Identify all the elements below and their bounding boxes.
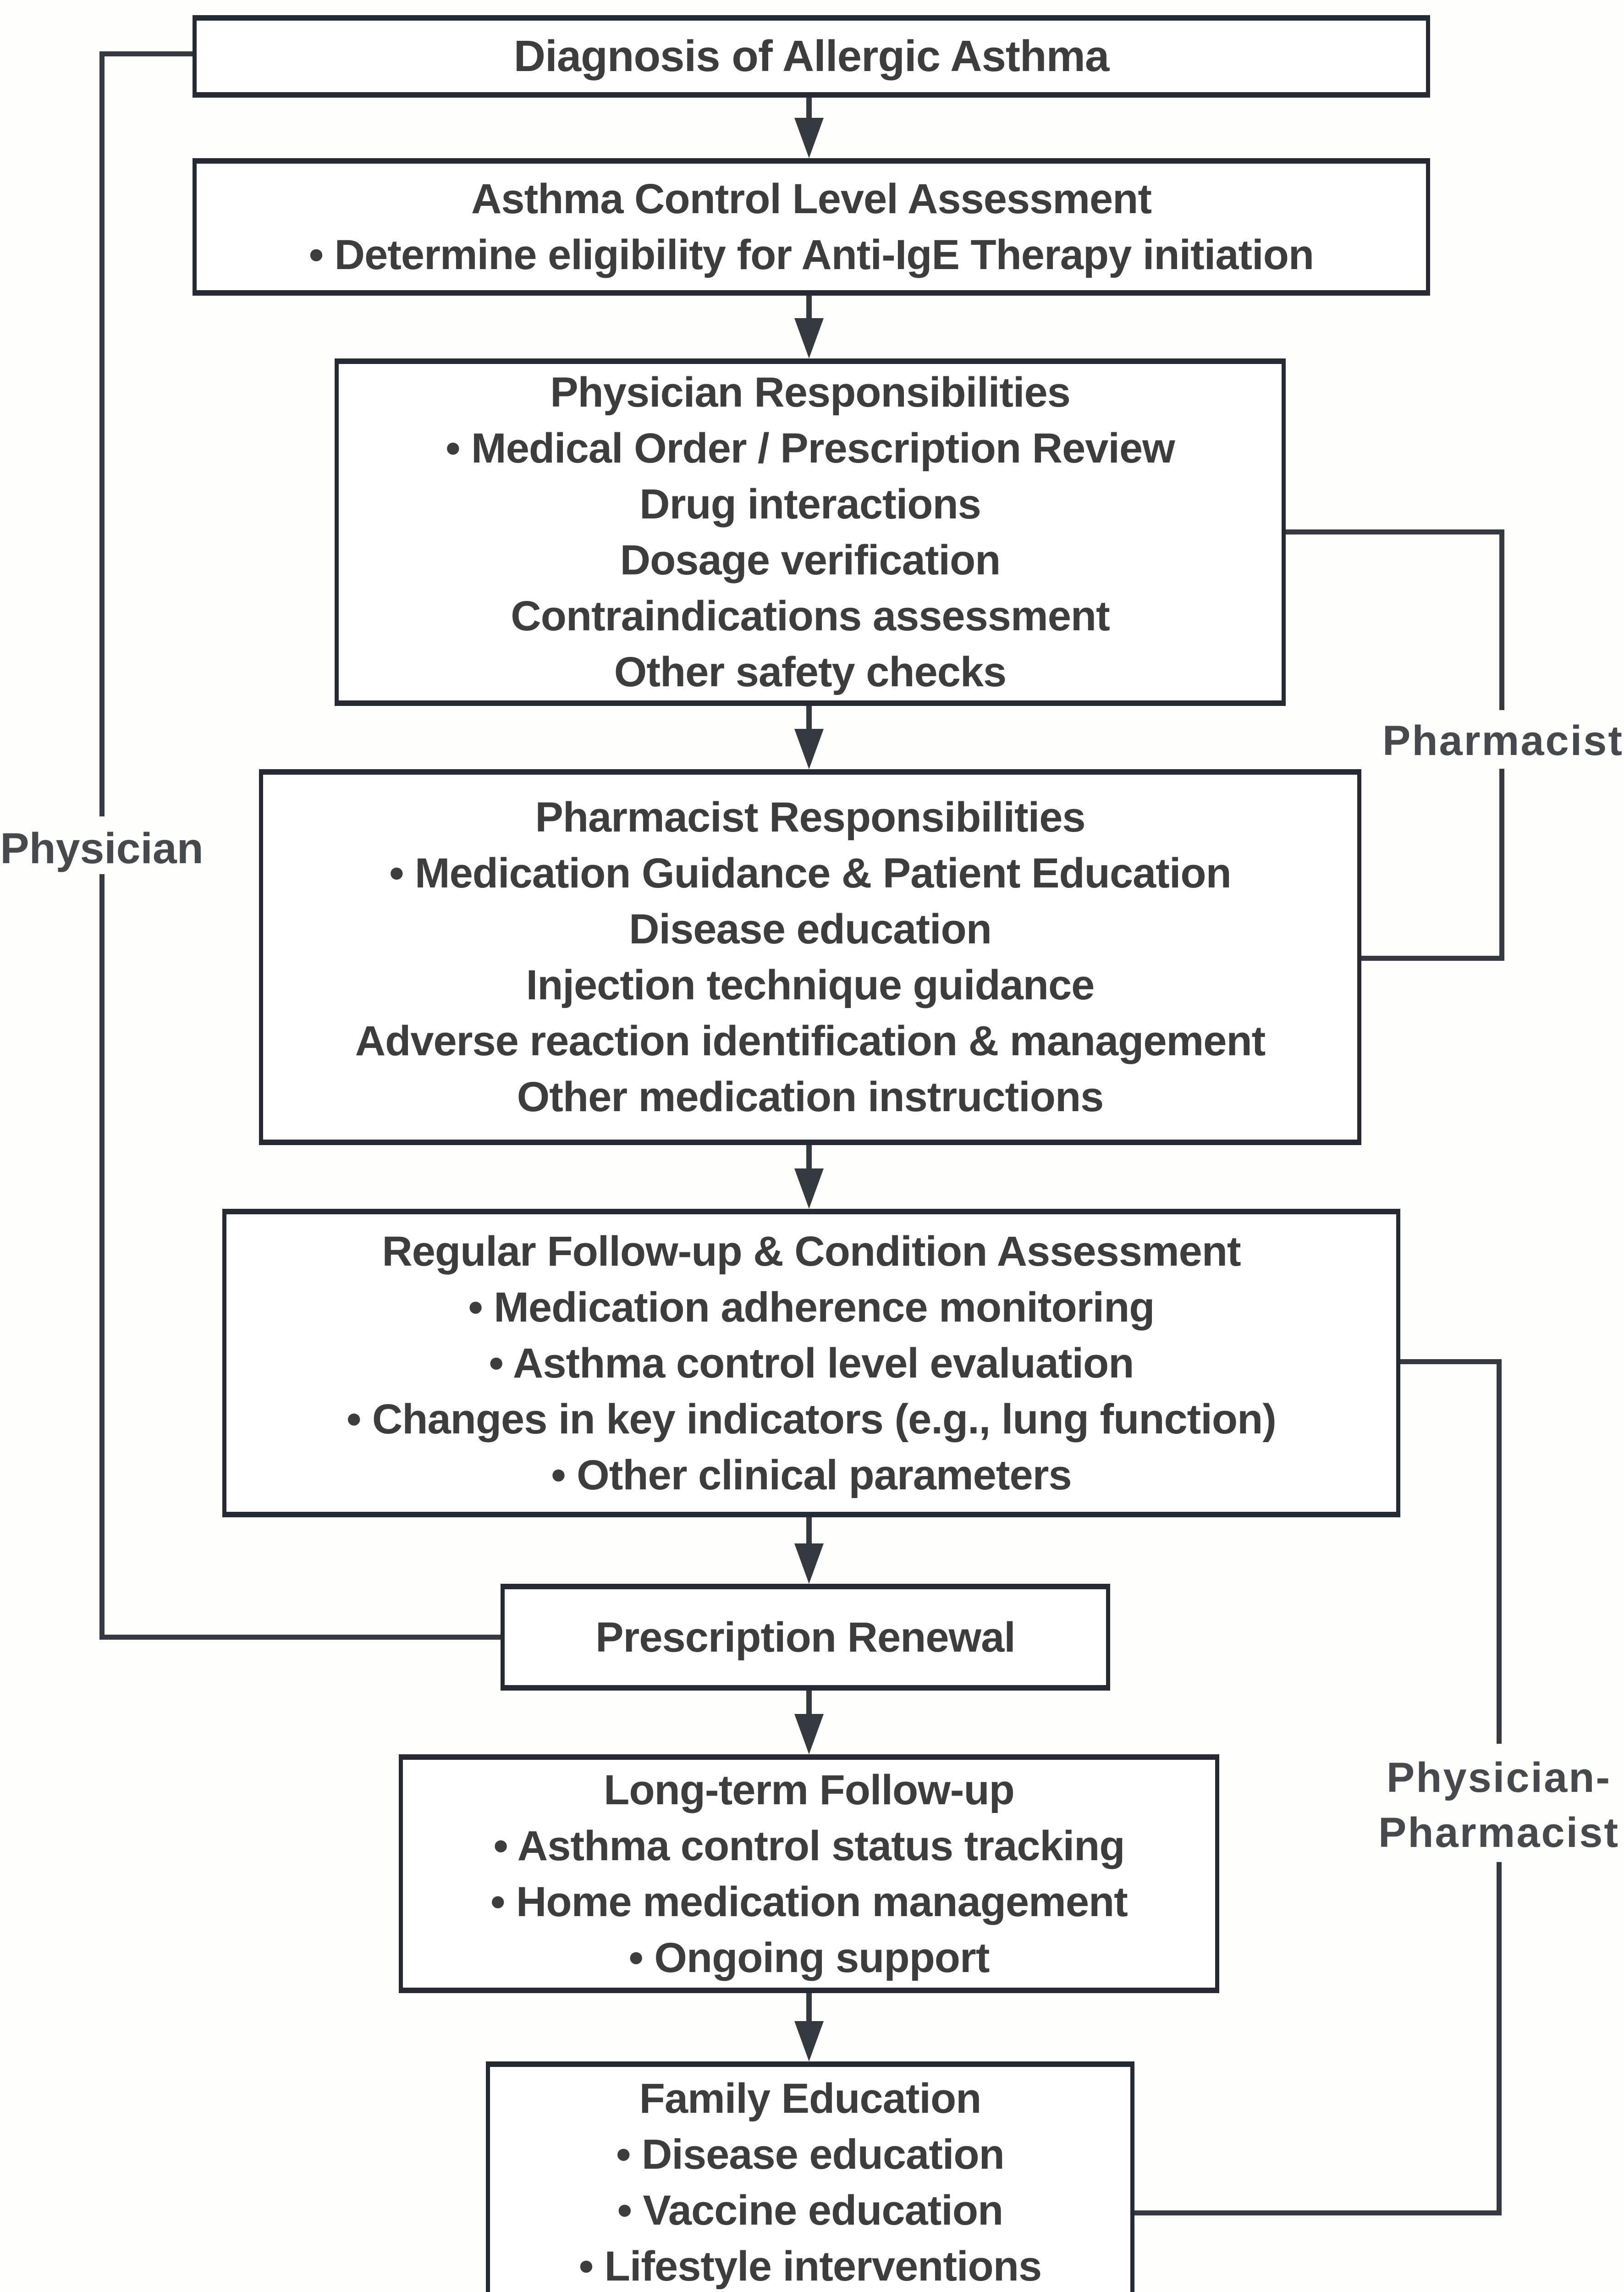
physician-pharmacist-label: Physician- Pharmacist [1368, 1750, 1624, 1860]
box-physician-responsibilities: Physician Responsibilities • Medical Orde… [335, 358, 1286, 706]
arrow-shaft [806, 98, 812, 118]
box-family-education: Family Education • Disease education • Vac… [486, 2061, 1134, 2292]
arrow-shaft [806, 1691, 812, 1714]
arrow-shaft [806, 1517, 812, 1543]
text-line: Physician Responsibilities [550, 369, 1071, 416]
flow-arrow-7 [794, 1993, 824, 2061]
text-line: Injection technique guidance [526, 962, 1095, 1008]
flow-arrow-5 [794, 1517, 824, 1584]
text-line: • Asthma control status tracking [493, 1822, 1125, 1869]
flow-arrow-3 [794, 706, 824, 769]
arrow-shaft [806, 296, 812, 318]
physician-pharmacist-bracket-vertical-upper [1497, 1359, 1502, 1744]
text-line: Drug interactions [639, 481, 981, 528]
box-asthma-control-level-assessment: Asthma Control Level Assessment • Determi… [193, 158, 1430, 296]
text-line: Dosage verification [620, 537, 1001, 584]
text-line: Other medication instructions [517, 1074, 1104, 1120]
physician-label: Physician [0, 824, 204, 873]
text-line: • Lifestyle interventions [578, 2243, 1042, 2290]
arrow-down-icon [794, 1543, 824, 1584]
pharmacist-bracket-vertical-lower [1499, 769, 1504, 961]
pharmacist-bracket-bottom-horizontal [1361, 956, 1504, 961]
physician-loop-vertical-lower [99, 874, 105, 1640]
arrow-shaft [806, 706, 812, 729]
text-line: • Vaccine education [617, 2187, 1004, 2234]
physician-loop-top-horizontal [99, 51, 193, 56]
text-line: Disease education [629, 906, 992, 953]
flow-arrow-4 [794, 1145, 824, 1209]
flow-arrow-2 [794, 296, 824, 358]
text-line: Diagnosis of Allergic Asthma [513, 32, 1109, 81]
text-line: • Medication Guidance & Patient Educatio… [389, 850, 1232, 897]
physician-loop-bottom-horizontal [99, 1635, 501, 1640]
text-line: Asthma Control Level Assessment [471, 176, 1152, 222]
text-line: • Asthma control level evaluation [489, 1339, 1134, 1387]
pharmacist-bracket-vertical-upper [1499, 529, 1504, 710]
text-line: • Disease education [616, 2131, 1005, 2178]
text-line: • Other clinical parameters [551, 1451, 1072, 1499]
text-line: Prescription Renewal [595, 1614, 1016, 1661]
physician-pharmacist-bracket-bottom-horizontal [1134, 2210, 1502, 2215]
text-line: Pharmacist Responsibilities [535, 794, 1085, 841]
arrow-shaft [806, 1145, 812, 1168]
text-line: • Home medication management [490, 1878, 1128, 1925]
arrow-shaft [806, 1993, 812, 2021]
text-line: Long-term Follow-up [604, 1766, 1015, 1813]
arrow-down-icon [794, 1168, 824, 1209]
text-line: Adverse reaction identification & manage… [355, 1018, 1266, 1064]
text-line: Contraindications assessment [511, 593, 1110, 639]
text-line: Family Education [639, 2075, 982, 2122]
text-line: Physician- [1386, 1754, 1612, 1801]
physician-pharmacist-bracket-vertical-lower [1497, 1862, 1502, 2215]
box-regular-followup-condition-assessment: Regular Follow-up & Condition Assessment… [222, 1209, 1400, 1517]
text-line: Pharmacist [1378, 1809, 1620, 1856]
pharmacist-label: Pharmacist [1382, 717, 1624, 764]
arrow-down-icon [794, 2021, 824, 2061]
arrow-down-icon [794, 118, 824, 158]
pharmacist-bracket-top-horizontal [1286, 529, 1504, 534]
flow-arrow-6 [794, 1691, 824, 1754]
text-line: • Medication adherence monitoring [468, 1284, 1155, 1331]
box-pharmacist-responsibilities: Pharmacist Responsibilities • Medication … [259, 769, 1361, 1145]
arrow-down-icon [794, 729, 824, 769]
physician-pharmacist-bracket-top-horizontal [1400, 1359, 1502, 1364]
text-line: Regular Follow-up & Condition Assessment [382, 1228, 1241, 1275]
flow-arrow-1 [794, 98, 824, 158]
arrow-down-icon [794, 1714, 824, 1754]
box-long-term-followup: Long-term Follow-up • Asthma control stat… [399, 1754, 1219, 1993]
text-line: • Medical Order / Prescription Review [446, 425, 1175, 472]
text-line: Other safety checks [614, 649, 1007, 695]
physician-loop-vertical-upper [99, 51, 105, 816]
box-prescription-renewal: Prescription Renewal [501, 1584, 1110, 1691]
text-line: • Determine eligibility for Anti-IgE The… [308, 231, 1314, 278]
arrow-down-icon [794, 318, 824, 358]
box-diagnosis-of-allergic-asthma: Diagnosis of Allergic Asthma [193, 15, 1430, 98]
text-line: • Changes in key indicators (e.g., lung … [347, 1395, 1277, 1443]
text-line: • Ongoing support [628, 1934, 990, 1981]
